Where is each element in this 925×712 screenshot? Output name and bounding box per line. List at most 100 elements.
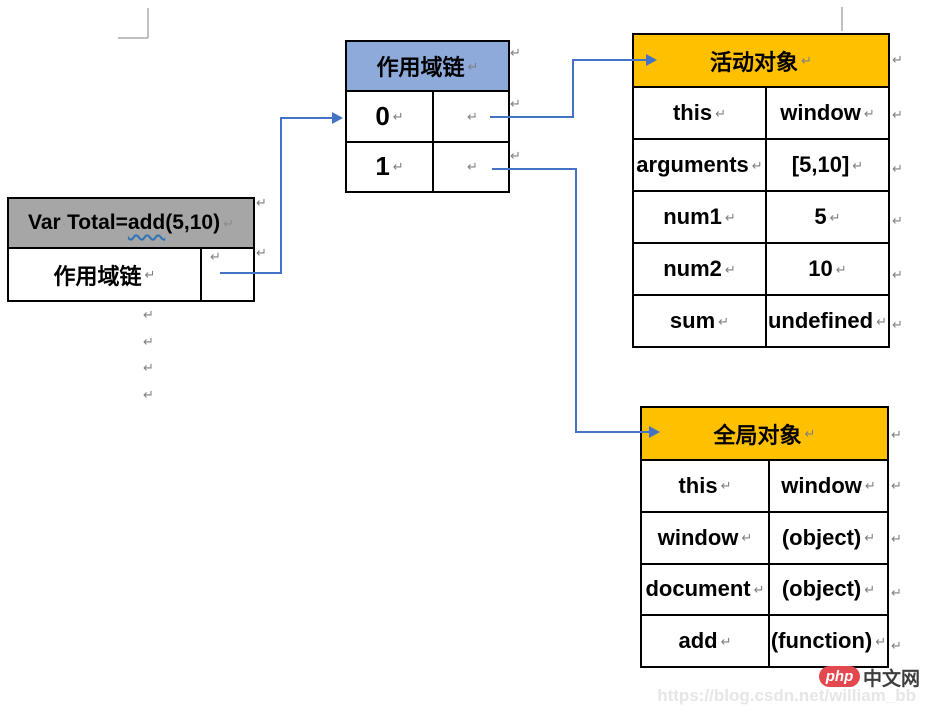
table-row: sum ↵ undefined ↵ bbox=[634, 296, 888, 346]
table-cell-text: sum bbox=[669, 308, 716, 333]
var-total-table-header: Var·Total=add(5,10) ↵ bbox=[9, 199, 253, 249]
table-cell-text: this bbox=[672, 100, 713, 125]
return-mark-icon: ↵ bbox=[143, 307, 154, 322]
table-cell-text: num2 bbox=[663, 256, 722, 281]
scope-index-cell: 0 ↵ bbox=[347, 92, 434, 141]
active-object-table-header: 活动对象 ↵ bbox=[634, 35, 888, 88]
scope-pointer-cell: ↵ bbox=[434, 92, 508, 141]
header-text-total: Total= bbox=[67, 211, 128, 234]
table-cell-key: add ↵ bbox=[642, 616, 770, 666]
table-row: add ↵ (function) ↵ bbox=[642, 616, 887, 666]
return-mark-icon: ↵ bbox=[223, 215, 235, 231]
return-mark-icon: ↵ bbox=[467, 58, 479, 74]
return-mark-icon: ↵ bbox=[891, 638, 902, 653]
table-cell-text: (object) bbox=[781, 524, 862, 550]
table-cell-text: 5 bbox=[814, 204, 827, 229]
return-mark-icon: ↵ bbox=[210, 249, 221, 264]
return-mark-icon: ↵ bbox=[392, 108, 404, 124]
return-mark-icon: ↵ bbox=[143, 334, 154, 349]
table-row: num2 ↵ 10 ↵ bbox=[634, 244, 888, 296]
return-mark-icon: ↵ bbox=[143, 360, 154, 375]
return-mark-icon: ↵ bbox=[510, 96, 521, 111]
return-mark-icon: ↵ bbox=[835, 261, 847, 277]
return-mark-icon: ↵ bbox=[892, 213, 903, 228]
table-cell-value: [5,10] ↵ bbox=[767, 140, 888, 190]
arrow-scope1-to-global-object bbox=[492, 168, 649, 433]
return-mark-icon: ↵ bbox=[718, 313, 730, 329]
return-mark-icon: ↵ bbox=[392, 159, 404, 175]
table-title: 全局对象 bbox=[713, 422, 802, 448]
return-mark-icon: ↵ bbox=[863, 105, 875, 121]
var-total-table: Var·Total=add(5,10) ↵ 作用域链 ↵ bbox=[7, 197, 255, 302]
return-mark-icon: ↵ bbox=[875, 633, 887, 649]
table-cell-key: arguments ↵ bbox=[634, 140, 767, 190]
scope-chain-label-cell: 作用域链 ↵ bbox=[9, 249, 202, 300]
header-text-args: (5,10) bbox=[165, 211, 221, 234]
table-cell-text: (function) bbox=[770, 628, 873, 654]
table-cell-key: sum ↵ bbox=[634, 296, 767, 346]
return-mark-icon: ↵ bbox=[741, 530, 753, 546]
table-cell-key: num1 ↵ bbox=[634, 192, 767, 242]
return-mark-icon: ↵ bbox=[891, 531, 902, 546]
watermark-site-name: 中文网 bbox=[863, 669, 921, 690]
return-mark-icon: ↵ bbox=[801, 53, 812, 68]
arrowhead-icon bbox=[332, 112, 343, 124]
return-mark-icon: ↵ bbox=[864, 478, 876, 494]
table-row: this ↵ window ↵ bbox=[642, 461, 887, 513]
return-mark-icon: ↵ bbox=[891, 427, 902, 442]
table-cell-text: this bbox=[678, 472, 718, 498]
table-row: 作用域链 ↵ bbox=[9, 249, 253, 300]
page-margin-mark-top-left bbox=[118, 8, 149, 39]
return-mark-icon: ↵ bbox=[720, 633, 732, 649]
table-cell-value: (object) ↵ bbox=[770, 513, 887, 563]
table-cell-value: window ↵ bbox=[767, 88, 888, 138]
return-mark-icon: ↵ bbox=[891, 478, 902, 493]
return-mark-icon: ↵ bbox=[510, 45, 521, 60]
return-mark-icon: ↵ bbox=[256, 195, 267, 210]
header-text-var: Var bbox=[27, 211, 61, 234]
table-cell-value: (object) ↵ bbox=[770, 565, 887, 615]
table-row: 0 ↵ ↵ bbox=[347, 92, 508, 143]
table-row: num1 ↵ 5 ↵ bbox=[634, 192, 888, 244]
table-cell-key: window ↵ bbox=[642, 512, 770, 563]
table-cell-text: num1 bbox=[663, 204, 722, 229]
table-cell-value: (function) ↵ bbox=[770, 616, 887, 666]
table-cell-key: this ↵ bbox=[642, 461, 770, 511]
table-cell-value: undefined ↵ bbox=[767, 296, 888, 346]
table-cell-text: 作用域链 bbox=[53, 263, 142, 289]
scope-pointer-cell: ↵ bbox=[434, 143, 508, 192]
return-mark-icon: ↵ bbox=[715, 105, 727, 121]
table-cell-key: this ↵ bbox=[634, 88, 767, 138]
table-title: 作用域链 bbox=[376, 55, 465, 80]
table-row: this ↵ window ↵ bbox=[634, 88, 888, 140]
return-mark-icon: ↵ bbox=[724, 261, 736, 277]
table-cell-text: 0 bbox=[375, 100, 390, 131]
php-logo-text: php bbox=[825, 668, 854, 685]
return-mark-icon: ↵ bbox=[751, 157, 763, 173]
return-mark-icon: ↵ bbox=[510, 148, 521, 163]
return-mark-icon: ↵ bbox=[892, 107, 903, 122]
return-mark-icon: ↵ bbox=[892, 317, 903, 332]
table-cell-text: window bbox=[657, 524, 739, 550]
table-cell-text: arguments bbox=[636, 152, 749, 177]
table-cell-text: [5,10] bbox=[791, 152, 850, 177]
table-cell-key: document ↵ bbox=[642, 564, 770, 615]
table-cell-text: (object) bbox=[781, 576, 862, 602]
return-mark-icon: ↵ bbox=[864, 581, 876, 597]
table-cell-value: window ↵ bbox=[770, 461, 887, 511]
global-object-table: 全局对象 ↵ this ↵ window ↵ window ↵ (object)… bbox=[640, 406, 889, 668]
table-row: arguments ↵ [5,10] ↵ bbox=[634, 140, 888, 192]
return-mark-icon: ↵ bbox=[864, 530, 876, 546]
table-row: window ↵ (object) ↵ bbox=[642, 512, 887, 565]
header-text-add-misspelled: add bbox=[127, 211, 166, 234]
return-mark-icon: ↵ bbox=[724, 209, 736, 225]
watermark-url: https://blog.csdn.net/william_bb bbox=[657, 686, 916, 705]
table-row: 1 ↵ ↵ bbox=[347, 142, 508, 192]
scope-index-cell: 1 ↵ bbox=[347, 142, 434, 191]
table-cell-key: num2 ↵ bbox=[634, 244, 767, 294]
table-cell-text: window bbox=[781, 472, 862, 498]
table-cell-text: add bbox=[678, 628, 718, 654]
return-mark-icon: ↵ bbox=[852, 157, 864, 173]
php-logo-icon: php bbox=[819, 666, 860, 687]
scope-chain-table-header: 作用域链 ↵ bbox=[347, 42, 508, 92]
